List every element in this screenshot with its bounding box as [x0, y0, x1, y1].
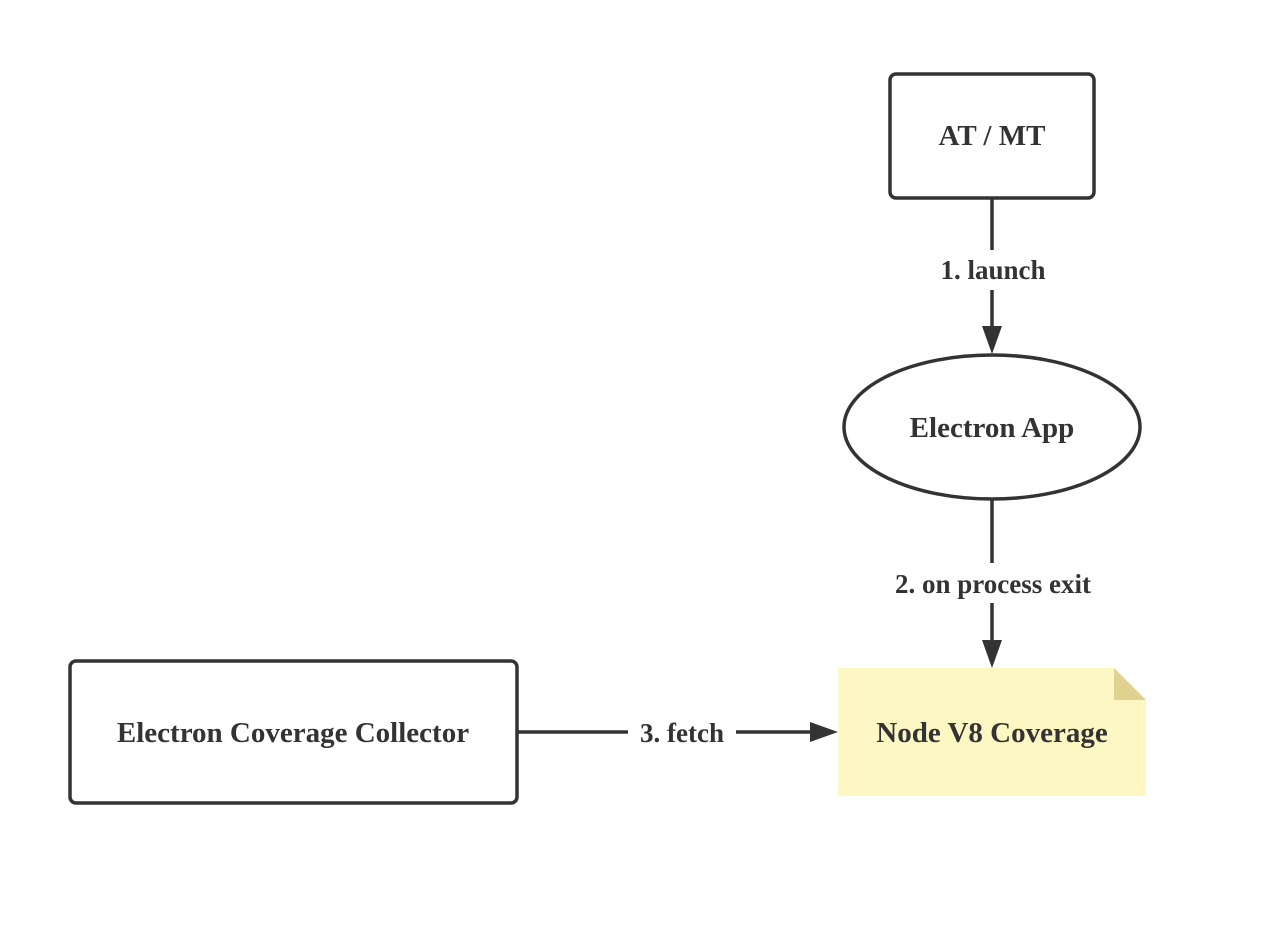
node-electron-app: Electron App	[842, 353, 1142, 501]
node-v8-coverage-label: Node V8 Coverage	[876, 717, 1108, 749]
node-electron-coverage-collector: Electron Coverage Collector	[68, 659, 519, 805]
edge-process-exit-label: 2. on process exit	[895, 569, 1091, 599]
edge-process-exit-label-bg	[872, 563, 1114, 603]
node-electron-coverage-collector-label: Electron Coverage Collector	[117, 717, 469, 749]
edge-process-exit-arrowhead	[982, 640, 1002, 668]
node-electron-app-label: Electron App	[910, 412, 1075, 444]
node-electron-coverage-collector-box	[68, 659, 519, 805]
node-at-mt-label: AT / MT	[939, 120, 1046, 152]
edge-launch: 1. launch	[932, 198, 1052, 354]
node-electron-app-ellipse	[842, 353, 1142, 501]
edge-launch-label-bg	[932, 250, 1052, 290]
node-v8-coverage: Node V8 Coverage	[838, 668, 1146, 796]
edge-process-exit: 2. on process exit	[872, 499, 1114, 668]
edge-launch-label: 1. launch	[940, 255, 1045, 285]
node-at-mt: AT / MT	[888, 72, 1096, 200]
edge-fetch-label: 3. fetch	[640, 718, 724, 748]
edge-launch-arrowhead	[982, 326, 1002, 354]
node-at-mt-box	[888, 72, 1096, 200]
node-v8-coverage-note	[838, 668, 1146, 796]
edge-fetch: 3. fetch	[517, 712, 838, 752]
edge-fetch-label-bg	[628, 712, 736, 752]
node-v8-coverage-fold	[1114, 668, 1146, 700]
edge-fetch-arrowhead	[810, 722, 838, 742]
